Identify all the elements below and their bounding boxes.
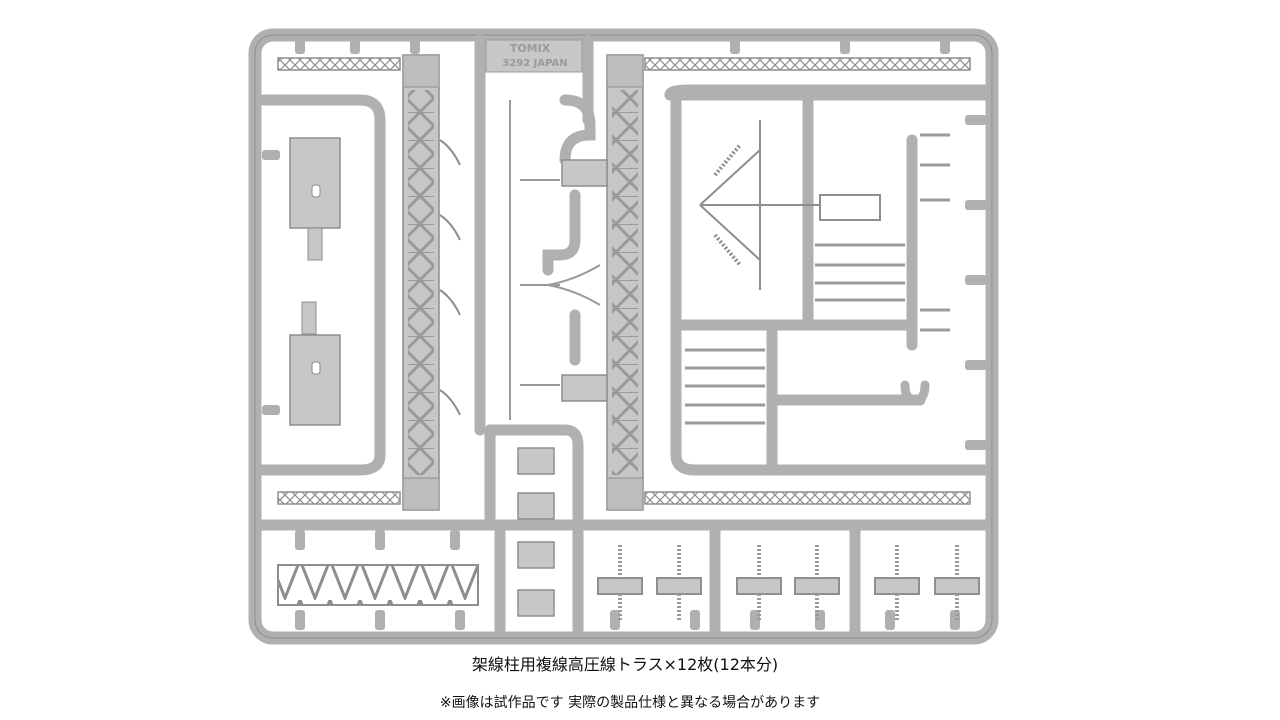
bottom-insulators [597,577,980,595]
horizontal-truss-bottom [277,491,971,505]
insulator-chains [439,139,461,416]
bracket-plate-lower [289,301,341,426]
horizontal-truss-top [277,57,971,71]
small-plates [517,447,555,617]
gate-stubs [262,38,987,630]
disclaimer-note: ※画像は試作品です 実際の製品仕様と異なる場合があります [439,695,821,711]
vertical-truss-right [606,54,644,511]
bottom-truss [277,564,479,606]
insulator-comb-upper [815,133,950,302]
internal-runners [256,34,991,636]
bracket-plate-upper [289,137,341,261]
vertical-truss-left [402,54,440,511]
center-boxes [561,159,608,402]
sprue-frame: TOMIX 3292 JAPAN [248,28,999,645]
brand-plate: TOMIX 3292 JAPAN [485,39,583,73]
center-wires [509,100,601,420]
brand-embossing: TOMIX [510,42,551,55]
y-bracket [900,380,930,405]
product-caption: 架線柱用複線高圧線トラス×12枚(12本分) [471,655,779,674]
insulator-comb-lower [685,308,950,425]
crossarm-assembly [699,120,881,290]
code-embossing: 3292 JAPAN [502,58,567,69]
